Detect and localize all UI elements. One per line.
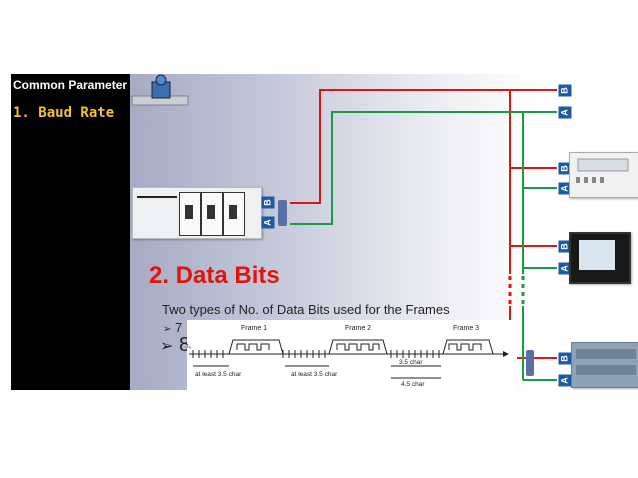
frame-3-label: Frame 3 — [453, 325, 479, 332]
plc-module-1 — [179, 192, 201, 236]
plc-port-b: B — [261, 196, 275, 209]
gap-label-2: at least 3.5 char — [291, 371, 338, 378]
frame-1-label: Frame 1 — [241, 325, 267, 332]
meter-screen — [579, 240, 615, 270]
flow-meter-device — [130, 74, 190, 114]
gap-brackets — [193, 365, 441, 379]
power-meter-display-device — [569, 232, 631, 284]
dev1-port-a: A — [558, 106, 572, 119]
axis-ticks — [192, 350, 440, 358]
dev4-port-b: B — [558, 352, 572, 365]
frames-caption: Two types of No. of Data Bits used for t… — [162, 302, 450, 317]
wiring-diagram — [278, 89, 557, 381]
plc-module-3 — [223, 192, 245, 236]
char-label-1: 3.5 char — [399, 359, 423, 366]
frame-2-label: Frame 2 — [345, 325, 371, 332]
plc-port-a: A — [261, 216, 275, 229]
frame-1-pulses — [228, 339, 284, 355]
frame-timing-diagram: t₀ Frame 1 Frame 2 Frame 3 at least 3.5 … — [187, 320, 517, 390]
arrow-bullet-icon: ➢ — [160, 338, 174, 355]
plc-b-wire — [290, 89, 510, 204]
plc-a-wire — [290, 111, 523, 225]
energy-meter-device — [569, 152, 638, 198]
frame-2-pulses — [328, 339, 388, 355]
dev1-port-b: B — [558, 84, 572, 97]
option-value: 7 — [175, 320, 183, 335]
plc-logo — [137, 196, 177, 214]
io-module-device — [571, 342, 638, 388]
time-axis-arrowhead — [503, 351, 509, 357]
data-bits-heading: 2. Data Bits — [149, 262, 280, 289]
data-bits-option-8: ➢ 8 — [160, 334, 190, 357]
frame-3-pulses — [442, 339, 494, 355]
t0-label: t₀ — [187, 344, 192, 350]
green-a-wires — [290, 111, 557, 381]
dev4-port-a: A — [558, 374, 572, 387]
option-value: 8 — [178, 334, 191, 356]
arrow-bullet-icon: ➢ — [163, 324, 172, 335]
data-bits-option-7: ➢ 7 — [163, 320, 182, 335]
baud-rate-heading: 1. Baud Rate — [13, 105, 115, 121]
plc-connector-icon — [278, 200, 534, 376]
char-label-2: 4.5 char — [401, 381, 425, 388]
section-title: Common Parameter — [13, 78, 128, 92]
slide: Common Parameter 1. Baud Rate — [11, 74, 638, 390]
plc-controller — [132, 187, 262, 239]
gap-label-1: at least 3.5 char — [195, 371, 242, 378]
left-panel: Common Parameter 1. Baud Rate — [11, 74, 130, 390]
plc-module-2 — [201, 192, 223, 236]
